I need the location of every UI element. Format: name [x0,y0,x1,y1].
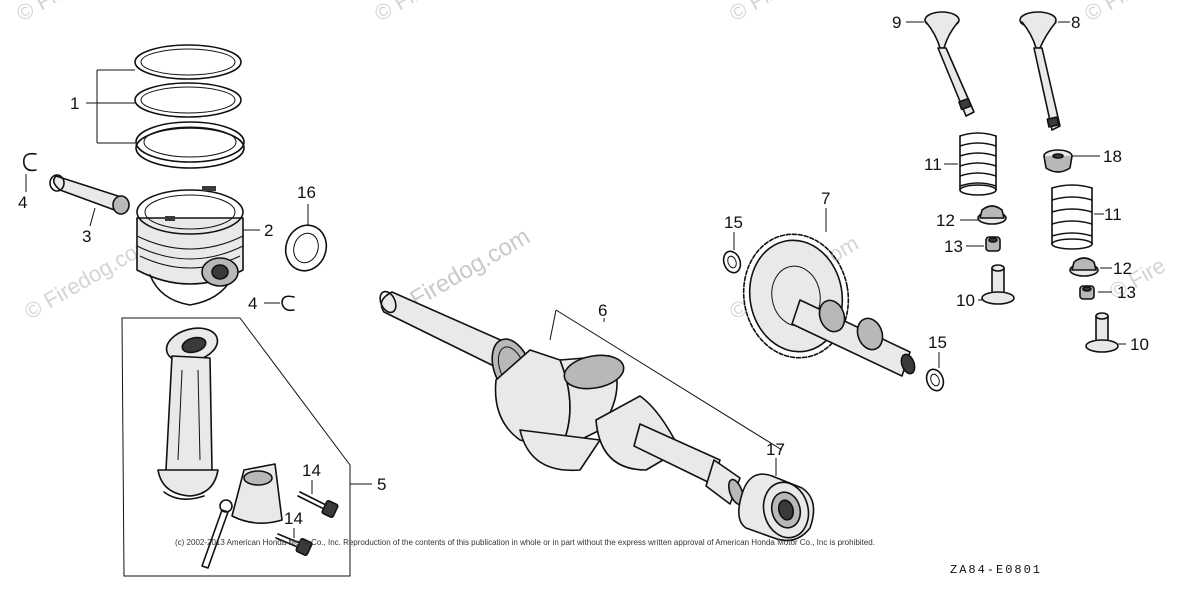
rod-bolt-upper[interactable] [297,491,339,519]
thrust-washer[interactable] [280,220,332,276]
watermark-tr: © Fire [725,0,790,26]
piston-rings[interactable] [134,44,245,169]
callout-14b: 14 [284,509,303,538]
valve-cotter-right[interactable] [1079,285,1095,300]
svg-text:4: 4 [18,193,27,212]
crankshaft[interactable] [377,289,746,506]
svg-text:11: 11 [924,155,942,174]
svg-text:11: 11 [1104,205,1122,224]
rod-bolt-lower[interactable] [275,533,313,557]
callout-15a: 15 [724,213,743,250]
callout-10b: 10 [1118,335,1149,354]
callout-13b: 13 [1098,283,1136,302]
callout-11a: 11 [924,155,958,174]
callout-18: 18 [1072,147,1122,166]
diagram-code: ZA84-E0801 [950,563,1043,577]
svg-text:7: 7 [821,189,830,208]
svg-text:6: 6 [598,301,607,320]
svg-text:12: 12 [1113,259,1132,278]
intake-valve[interactable] [1019,11,1061,131]
callout-11b: 11 [1094,205,1122,224]
valve-stem-seal[interactable] [1043,149,1073,173]
camshaft[interactable] [734,226,917,377]
valve-cotter-left[interactable] [985,236,1001,252]
callout-17: 17 [766,440,785,476]
callout-13a: 13 [944,237,984,256]
svg-text:13: 13 [1117,283,1136,302]
watermark-tc: © Fire [370,0,435,26]
svg-text:3: 3 [82,227,91,246]
valve-spring-right[interactable] [1051,184,1093,250]
callout-14a: 14 [302,461,321,494]
callout-9: 9 [892,13,924,32]
cam-washer-upper[interactable] [721,249,744,275]
svg-text:15: 15 [724,213,743,232]
cam-washer-lower[interactable] [924,367,947,393]
svg-text:14: 14 [284,509,303,528]
callout-2: 2 [243,221,273,240]
svg-text:5: 5 [377,475,386,494]
ball-bearing[interactable] [738,473,815,543]
pin-clip-right[interactable] [281,295,295,312]
svg-text:9: 9 [892,13,901,32]
callout-4a: 4 [18,174,27,212]
callout-7: 7 [821,189,830,232]
svg-text:18: 18 [1103,147,1122,166]
callout-1: 1 [70,69,135,144]
callout-6: 6 [549,301,783,451]
svg-text:12: 12 [936,211,955,230]
svg-text:14: 14 [302,461,321,480]
spring-retainer-left[interactable] [977,205,1007,225]
spring-retainer-right[interactable] [1069,257,1099,277]
svg-text:15: 15 [928,333,947,352]
callout-16: 16 [297,183,316,225]
watermark-tl: © Fire [12,0,77,26]
callout-4b: 4 [248,294,280,313]
valve-tappet-left[interactable] [981,264,1015,305]
piston-pin[interactable] [49,174,130,215]
svg-text:13: 13 [944,237,963,256]
callout-5: 5 [350,475,386,494]
valve-spring-left[interactable] [959,132,997,196]
callout-3: 3 [82,207,96,246]
svg-text:4: 4 [248,294,257,313]
svg-text:8: 8 [1071,13,1080,32]
connecting-rod-assembly[interactable] [121,317,351,577]
callout-10a: 10 [956,291,984,310]
callout-12b: 12 [1100,259,1132,278]
valve-tappet-right[interactable] [1085,312,1119,353]
pin-clip-left[interactable] [22,152,37,172]
svg-text:10: 10 [1130,335,1149,354]
piston[interactable] [136,186,244,306]
callout-8: 8 [1058,13,1080,32]
svg-text:16: 16 [297,183,316,202]
callout-15b: 15 [928,333,947,368]
svg-text:2: 2 [264,221,273,240]
svg-text:1: 1 [70,94,79,113]
watermark-tr2: © Fire [1080,0,1145,26]
svg-text:10: 10 [956,291,975,310]
callout-12a: 12 [936,211,978,230]
svg-text:17: 17 [766,440,785,459]
copyright-notice: (c) 2002-2013 American Honda Motor Co., … [175,538,875,547]
exhaust-valve[interactable] [924,11,975,117]
